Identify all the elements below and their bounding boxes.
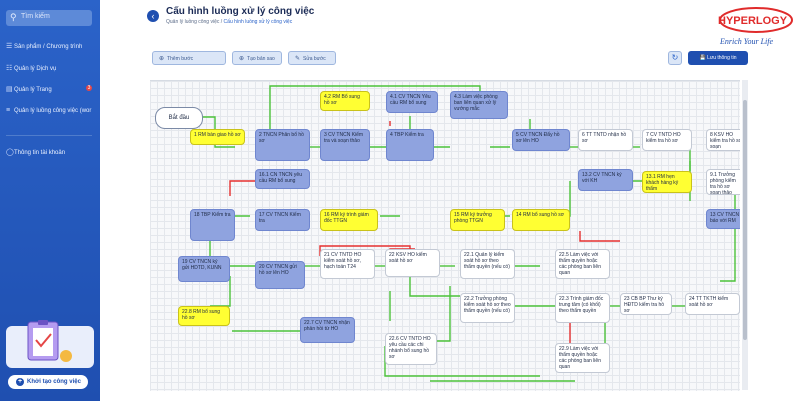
hyperlogy-logo: HYPERLOGY Enrich Your Life xyxy=(718,7,793,46)
refresh-button[interactable]: ↻ xyxy=(668,51,682,65)
workflow-node[interactable]: 17 CV TNCN Kiểm tra xyxy=(255,209,310,231)
workflow-node[interactable]: 16 RM ký trình giám đốc TTGN xyxy=(320,209,378,231)
layers-icon: ☰ xyxy=(6,43,13,50)
sidebar-item-label: Quản lý luồng công việc (wor xyxy=(14,108,92,114)
save-button[interactable]: 💾 Lưu thông tin xyxy=(688,51,748,65)
workflow-node[interactable]: 20 CV TNCN gửi hồ sơ lên HO xyxy=(255,261,305,289)
start-node[interactable]: Bắt đầu xyxy=(155,107,203,129)
sidebar-item-label: Sản phẩm / Chương trình xyxy=(14,44,83,50)
duplicate-button[interactable]: ⊕Tạo bản sao xyxy=(232,51,282,65)
page-icon: ▤ xyxy=(6,86,13,93)
edge xyxy=(579,231,620,242)
workflow-node[interactable]: 22.9 Làm việc với thẩm quyền hoặc các ph… xyxy=(555,343,610,373)
sidebar-item-account[interactable]: ◯Thông tin tài khoản xyxy=(6,148,65,156)
edit-step-button[interactable]: ✎Sửa bước xyxy=(288,51,336,65)
edge xyxy=(720,191,736,282)
workflow-node[interactable]: 9.1 Trưởng phòng kiểm tra hồ sơ soạn thả… xyxy=(706,169,740,195)
workflow-node[interactable]: 13.1 RM hẹn khách hàng ký thẩm xyxy=(642,171,692,193)
workflow-node[interactable]: 22.8 RM bổ sung hồ sơ xyxy=(178,306,230,326)
workflow-node[interactable]: 2 TNCN Phân bổ hồ sơ xyxy=(255,129,310,161)
workflow-node[interactable]: 4.3 Làm việc phòng ban liên quan xử lý v… xyxy=(450,91,508,119)
workflow-node[interactable]: 18 TBP Kiểm tra xyxy=(190,209,235,241)
workflow-node[interactable]: 13.2 CV TNCN ký với KH xyxy=(578,169,633,191)
workflow-node[interactable]: 22 KSV HO kiểm soát hồ sơ xyxy=(385,249,440,277)
sidebar-item-pages[interactable]: ▤Quản lý Trang xyxy=(6,85,52,93)
logo-slogan: Enrich Your Life xyxy=(719,37,773,46)
workflow-node[interactable]: 22.2 Trưởng phòng kiểm soát hồ sơ theo t… xyxy=(460,293,515,323)
workflow-node[interactable]: 22.5 Làm việc với thẩm quyền hoặc các ph… xyxy=(555,249,610,279)
sidebar: ⚲ Tìm kiếm ☰Sản phẩm / Chương trình ☷Quả… xyxy=(0,0,100,401)
search-input[interactable]: ⚲ Tìm kiếm xyxy=(6,10,92,26)
duplicate-label: Tạo bản sao xyxy=(247,56,275,62)
sidebar-item-services[interactable]: ☷Quản lý Dịch vụ xyxy=(6,64,56,72)
workflow-node[interactable]: 22.7 CV TNCN nhận phản hồi từ HO xyxy=(300,317,355,343)
create-workflow-label: Khởi tạo công việc xyxy=(27,379,81,385)
workflow-node[interactable]: 6 TT TNTD nhận hồ sơ xyxy=(578,129,633,151)
back-button[interactable]: ‹ xyxy=(147,10,159,22)
save-label: Lưu thông tin xyxy=(707,55,737,61)
create-workflow-button[interactable]: +Khởi tạo công việc xyxy=(8,375,88,389)
sidebar-item-label: Quản lý Trang xyxy=(14,87,52,93)
workflow-node[interactable]: 23 CB BP Thư ký HĐTD kiểm tra hồ sơ xyxy=(620,293,672,315)
sidebar-divider xyxy=(6,135,92,136)
plus-icon: + xyxy=(16,378,24,386)
workflow-node[interactable]: 16.1 CN TNCN yêu cầu RM bổ sung xyxy=(255,169,310,189)
sidebar-item-workflow[interactable]: ≡Quản lý luồng công việc (wor xyxy=(6,107,91,114)
workflow-node[interactable]: 7 CV TNTD HO kiểm tra hồ sơ xyxy=(642,129,692,151)
page-title: Cấu hình luồng xử lý công việc xyxy=(166,6,315,17)
workflow-node[interactable]: 19 CV TNCN ký gửi HDTD, KUNN xyxy=(178,256,230,282)
breadcrumb-current: Cấu hình luồng xử lý công việc xyxy=(223,19,293,25)
sidebar-item-label: Thông tin tài khoản xyxy=(14,150,66,156)
search-icon: ⚲ xyxy=(10,12,17,22)
workflow-node[interactable]: 4.2 RM Bổ sung hồ sơ xyxy=(320,91,370,111)
edit-step-label: Sửa bước xyxy=(303,56,326,62)
workflow-node[interactable]: 1 RM bàn giao hồ sơ xyxy=(190,129,245,145)
refresh-icon: ↻ xyxy=(671,53,679,62)
save-icon: 💾 xyxy=(699,55,708,61)
search-placeholder: Tìm kiếm xyxy=(21,13,50,20)
add-step-button[interactable]: ⊕Thêm bước xyxy=(152,51,226,65)
workflow-icon: ≡ xyxy=(6,107,11,114)
workflow-node[interactable]: 8 KSV HO kiểm tra hồ sơ soạn xyxy=(706,129,740,151)
workflow-node[interactable]: 22.3 Trình giám đốc trung tâm (có khối) … xyxy=(555,293,610,323)
chevron-left-icon: ‹ xyxy=(151,11,155,21)
breadcrumb-root[interactable]: Quản lý luồng công việc / xyxy=(166,19,224,25)
service-icon: ☷ xyxy=(6,65,13,72)
workflow-node[interactable]: 13 CV TNCN báo với RM xyxy=(706,209,740,229)
clipboard-illustration xyxy=(6,320,94,368)
edit-icon: ✎ xyxy=(295,56,301,62)
notification-badge: 3 xyxy=(86,85,92,91)
add-step-label: Thêm bước xyxy=(167,56,194,62)
sidebar-item-products[interactable]: ☰Sản phẩm / Chương trình xyxy=(6,42,82,50)
sidebar-item-label: Quản lý Dịch vụ xyxy=(14,66,57,72)
logo-brand: HYPERLOGY xyxy=(718,15,788,27)
workflow-node[interactable]: 22.6 CV TNTD HO yêu cầu các chi nhánh bổ… xyxy=(385,333,437,365)
workflow-node[interactable]: 14 RM bổ sung hồ sơ xyxy=(512,209,570,231)
workflow-canvas[interactable]: Bắt đầu 1 RM bàn giao hồ sơ 2 TNCN Phân … xyxy=(150,80,740,391)
workflow-node[interactable]: 5 CV TNCN Đẩy hồ sơ lên HO xyxy=(512,129,570,151)
breadcrumb: Quản lý luồng công việc / Cấu hình luồng… xyxy=(166,19,292,25)
workflow-node[interactable]: 24 TT TKTH kiểm soát hồ sơ xyxy=(685,293,740,315)
workflow-node[interactable]: 15 RM ký trưởng phòng TTGN xyxy=(450,209,505,231)
edge xyxy=(409,276,460,297)
user-icon: ◯ xyxy=(6,149,14,156)
workflow-edges xyxy=(201,85,736,382)
workflow-node[interactable]: 4.1 CV TNCN Yêu cầu RM bổ sung xyxy=(386,91,438,113)
plus-circle-icon: ⊕ xyxy=(159,56,165,62)
workflow-node[interactable]: 21 CV TNTD HO kiểm soát hồ sơ, hạch toán… xyxy=(320,249,375,279)
plus-circle-icon: ⊕ xyxy=(239,56,245,62)
workflow-node[interactable]: 3 CV TNCN Kiểm tra và soạn thảo xyxy=(320,129,370,161)
workflow-node[interactable]: 22.1 Quản lý kiểm soát hồ sơ theo thẩm q… xyxy=(460,249,515,279)
workflow-node[interactable]: 4 TBP Kiểm tra xyxy=(386,129,434,161)
canvas-scroll-thumb[interactable] xyxy=(743,100,747,340)
